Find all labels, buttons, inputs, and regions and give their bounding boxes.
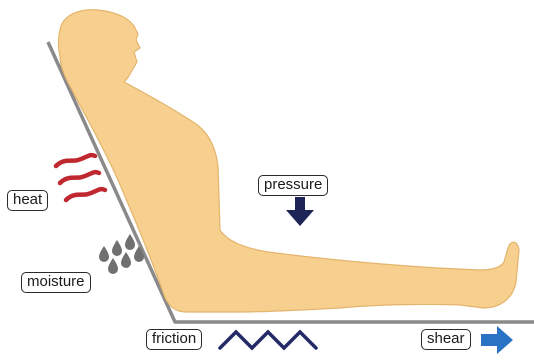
heat-label: heat [7, 190, 48, 211]
friction-label: friction [146, 329, 202, 350]
shear-label: shear [421, 329, 471, 350]
right-arrow-icon [481, 326, 513, 354]
heat-wave-icon [56, 155, 105, 200]
pressure-label: pressure [258, 175, 328, 196]
down-arrow-icon [286, 197, 314, 226]
moisture-label: moisture [21, 272, 91, 293]
zigzag-icon [220, 332, 316, 348]
